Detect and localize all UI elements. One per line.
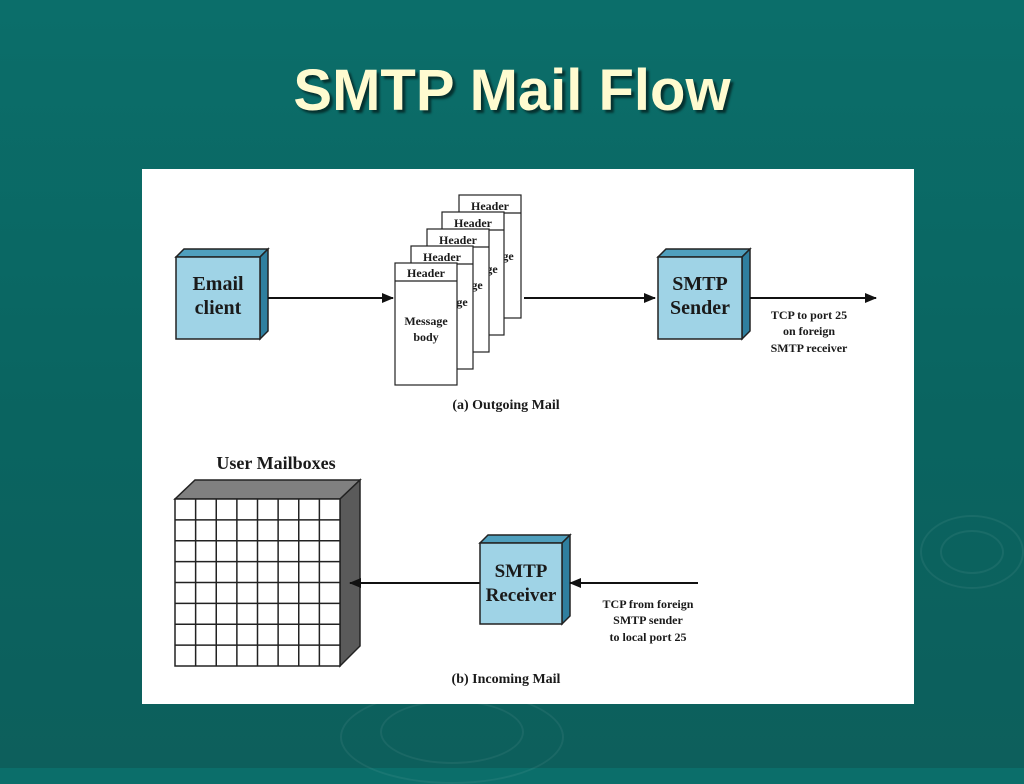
tcp-out-note-2: on foreign xyxy=(783,324,835,338)
message-partial-text: ge xyxy=(502,249,514,263)
smtp-receiver-box: SMTP Receiver xyxy=(478,533,572,626)
tcp-in-note-1: TCP from foreign xyxy=(603,597,694,611)
message-header-label: Header xyxy=(454,216,493,230)
slide-title: SMTP Mail Flow xyxy=(293,58,731,123)
message-header-label: Header xyxy=(439,233,478,247)
message-header-label: Header xyxy=(407,266,446,280)
smtp-sender-box: SMTP Sender xyxy=(656,247,752,341)
smtp-sender-label-1: SMTP xyxy=(672,273,728,295)
message-header-label: Header xyxy=(471,199,510,213)
message-partial-text: ge xyxy=(456,295,468,309)
message-card-front: Header Message body xyxy=(394,262,458,386)
smtp-sender-label-2: Sender xyxy=(670,297,730,319)
background-ripple xyxy=(920,515,1024,589)
email-client-label-1: Email xyxy=(192,273,244,295)
tcp-out-note-1: TCP to port 25 xyxy=(771,308,847,322)
smtp-diagram: Email client Header ge Header ge Heade xyxy=(142,169,914,704)
message-stack: Header ge Header ge Header ge Header ge xyxy=(394,194,522,386)
outgoing-caption: (a) Outgoing Mail xyxy=(452,398,559,413)
tcp-out-note-3: SMTP receiver xyxy=(771,341,848,355)
message-header-label: Header xyxy=(423,250,462,264)
background-ripple xyxy=(340,690,564,784)
user-mailboxes-grid xyxy=(173,478,362,668)
message-body-label-2: body xyxy=(413,330,438,344)
tcp-in-note-3: to local port 25 xyxy=(610,630,687,644)
message-partial-text: ge xyxy=(471,278,483,292)
tcp-in-note-2: SMTP sender xyxy=(613,613,683,627)
incoming-caption: (b) Incoming Mail xyxy=(452,672,561,687)
user-mailboxes-label: User Mailboxes xyxy=(216,453,335,473)
email-client-box: Email client xyxy=(174,247,270,341)
smtp-receiver-label-1: SMTP xyxy=(495,561,548,582)
diagram-canvas: Email client Header ge Header ge Heade xyxy=(173,194,877,687)
email-client-label-2: client xyxy=(195,297,242,319)
smtp-receiver-label-2: Receiver xyxy=(486,585,557,606)
message-body-label-1: Message xyxy=(404,314,448,328)
